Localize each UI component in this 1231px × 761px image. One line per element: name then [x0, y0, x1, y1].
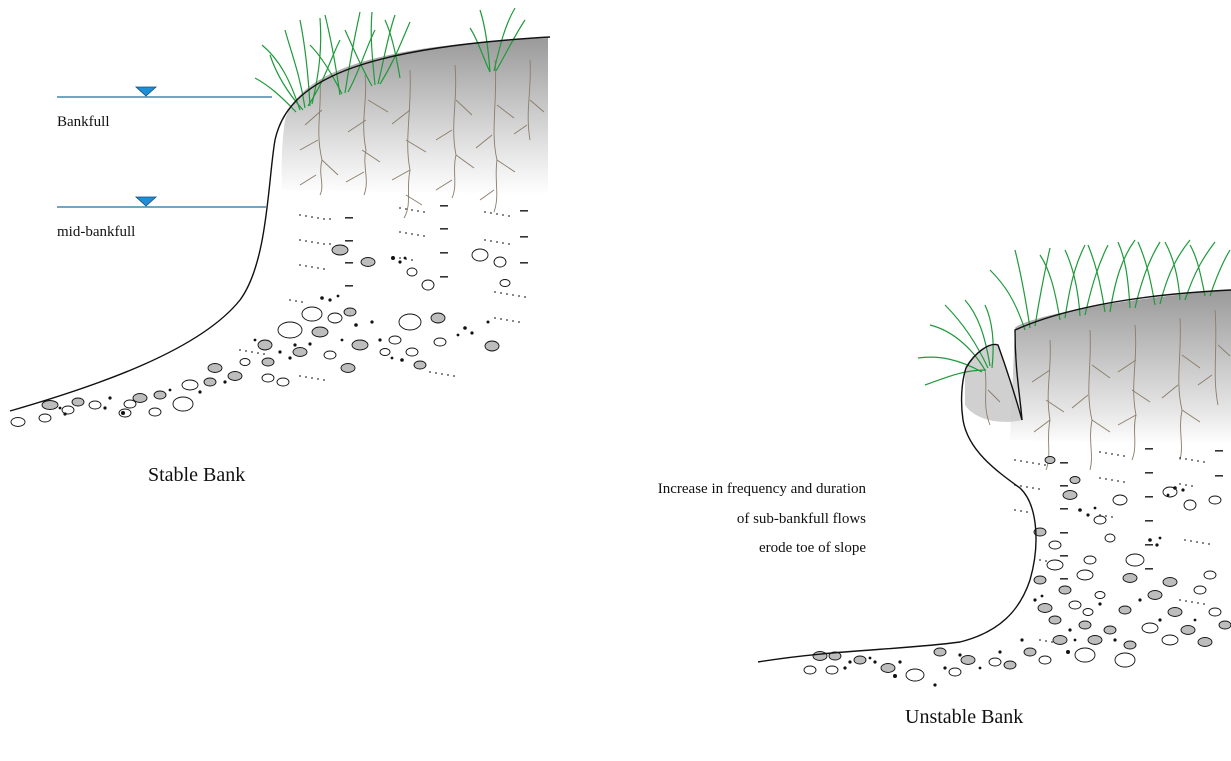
water-level-bankfull [57, 87, 272, 97]
stable-pebbles [59, 256, 490, 416]
bankfull-label: Bankfull [57, 114, 110, 131]
stable-stones [11, 245, 510, 427]
unstable-bank [758, 240, 1231, 687]
erosion-note-line3: erode toe of slope [759, 540, 866, 557]
stable-bank-caption: Stable Bank [148, 464, 245, 487]
unstable-bank-caption: Unstable Bank [905, 706, 1023, 729]
stable-topsoil [282, 38, 548, 195]
stable-bank [10, 8, 550, 427]
mid-bankfull-label: mid-bankfull [57, 224, 135, 241]
unstable-subsoil-texture [1014, 448, 1223, 644]
erosion-note-line1: Increase in frequency and duration [658, 481, 866, 498]
water-level-mid-bankfull [57, 197, 266, 207]
erosion-note-line2: of sub-bankfull flows [737, 511, 866, 528]
unstable-topsoil [1010, 290, 1231, 445]
unstable-stones [804, 457, 1231, 682]
unstable-pebbles [843, 486, 1196, 686]
